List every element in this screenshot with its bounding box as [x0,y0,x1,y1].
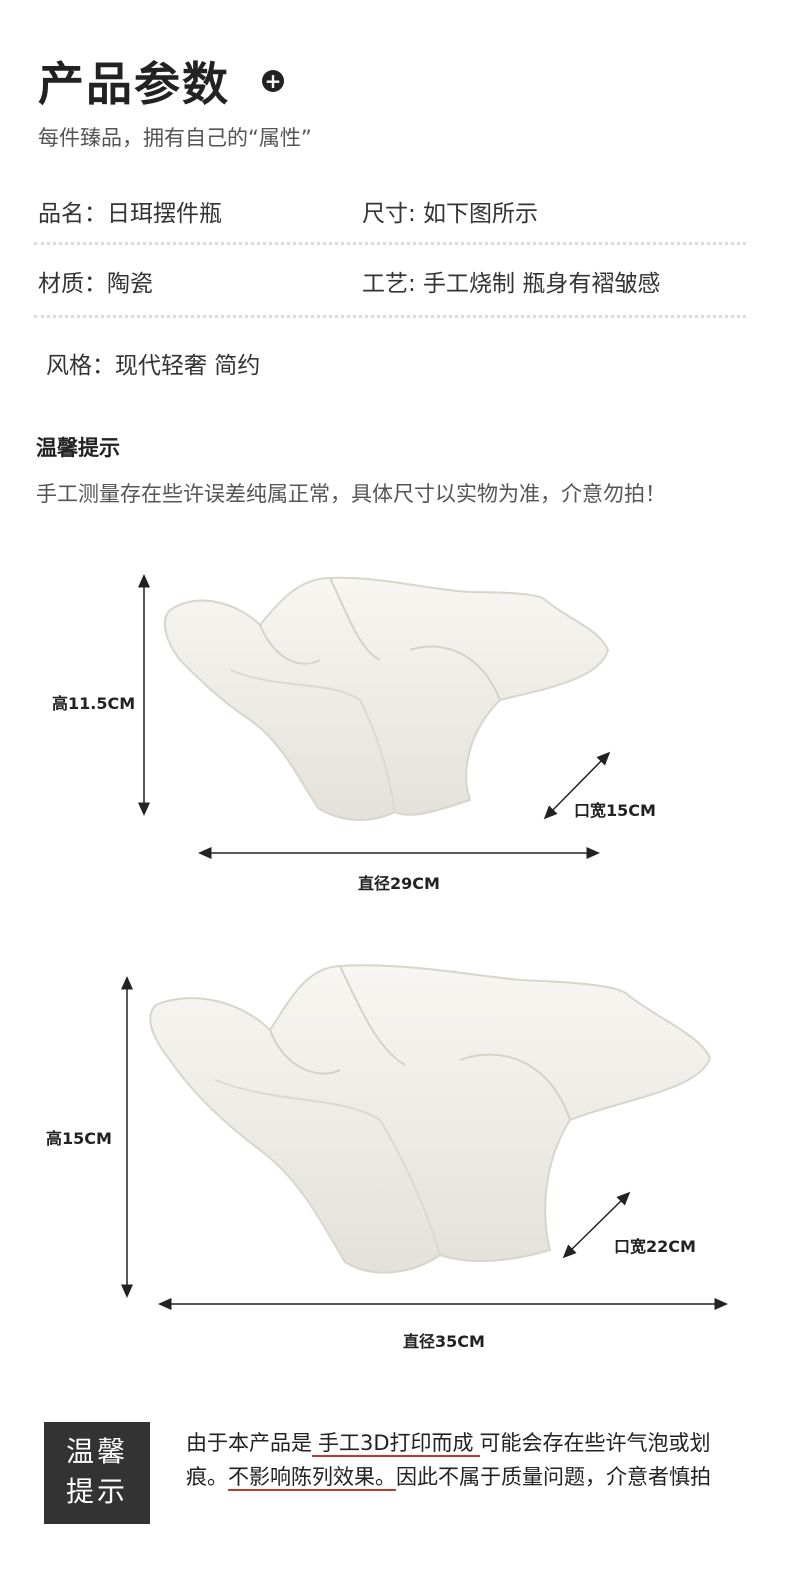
param-craft: 工艺: 手工烧制 瓶身有褶皱感 [362,271,661,297]
notice-part-3: 因此不属于质量问题，介意者慎拍 [396,1465,711,1489]
notice-text: 由于本产品是手工3D打印而成可能会存在些许气泡或划痕。不影响陈列效果。因此不属于… [186,1426,746,1494]
divider [34,315,746,318]
mouth-label-2: 口宽22CM [614,1237,696,1256]
notice-highlight-2: 不影响陈列效果。 [228,1465,396,1491]
diameter-label-2: 直径35CM [403,1332,485,1351]
page-title: 产品参数 [38,57,230,111]
divider [34,242,746,245]
notice-part-1: 由于本产品是 [186,1431,312,1455]
height-label-2: 高15CM [46,1129,112,1148]
tip-title: 温馨提示 [36,436,120,460]
badge-line-1: 温馨 [65,1435,128,1468]
notice-badge: 温馨 提示 [44,1422,150,1524]
badge-line-2: 提示 [65,1475,128,1508]
diameter-label-1: 直径29CM [358,874,440,893]
vase-image-1 [163,576,610,821]
tip-text: 手工测量存在些许误差纯属正常，具体尺寸以实物为准，介意勿拍！ [36,482,666,506]
page-subtitle: 每件臻品，拥有自己的“属性” [38,126,312,150]
mouth-label-1: 口宽15CM [574,801,656,820]
param-size: 尺寸: 如下图所示 [362,201,539,227]
param-style: 风格：现代轻奢 简约 [46,353,261,379]
height-label-1: 高11.5CM [52,694,136,713]
plus-icon: + [262,70,284,92]
param-material: 材质：陶瓷 [38,271,153,297]
vase-image-2 [149,964,712,1274]
notice-highlight-1: 手工3D打印而成 [312,1431,480,1457]
notice-part-2: 可能会存在些许气泡或划痕。 [186,1431,711,1489]
param-name: 品名：日珥摆件瓶 [38,201,222,227]
